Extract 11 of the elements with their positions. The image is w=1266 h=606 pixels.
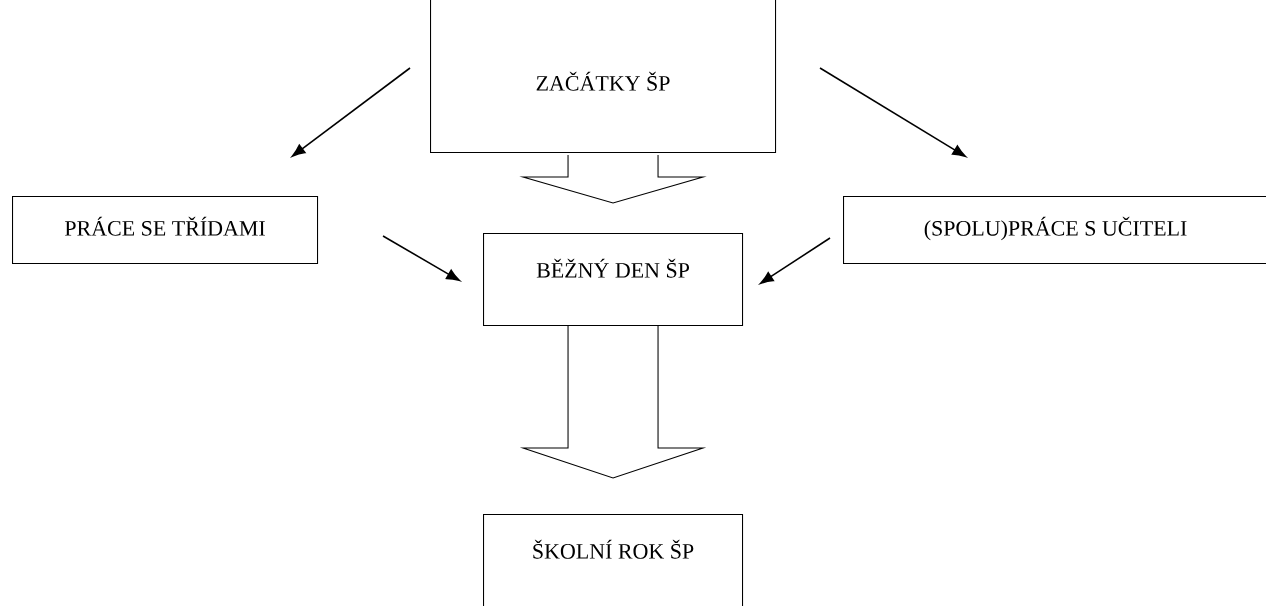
- process-box: ŠKOLNÍ ROK ŠP: [483, 514, 744, 606]
- block-arrow: [519, 154, 707, 204]
- process-box: PRÁCE SE TŘÍDAMI: [12, 196, 319, 265]
- block-arrow: [519, 325, 707, 479]
- arrow: [291, 67, 411, 157]
- arrow: [759, 237, 831, 284]
- process-box: BĚŽNÝ DEN ŠP: [483, 233, 744, 327]
- process-box: (SPOLU)PRÁCE S UČITELI: [843, 196, 1266, 265]
- arrow: [819, 67, 966, 158]
- arrow: [382, 235, 460, 282]
- process-box: ZAČÁTKY ŠP: [430, 0, 777, 154]
